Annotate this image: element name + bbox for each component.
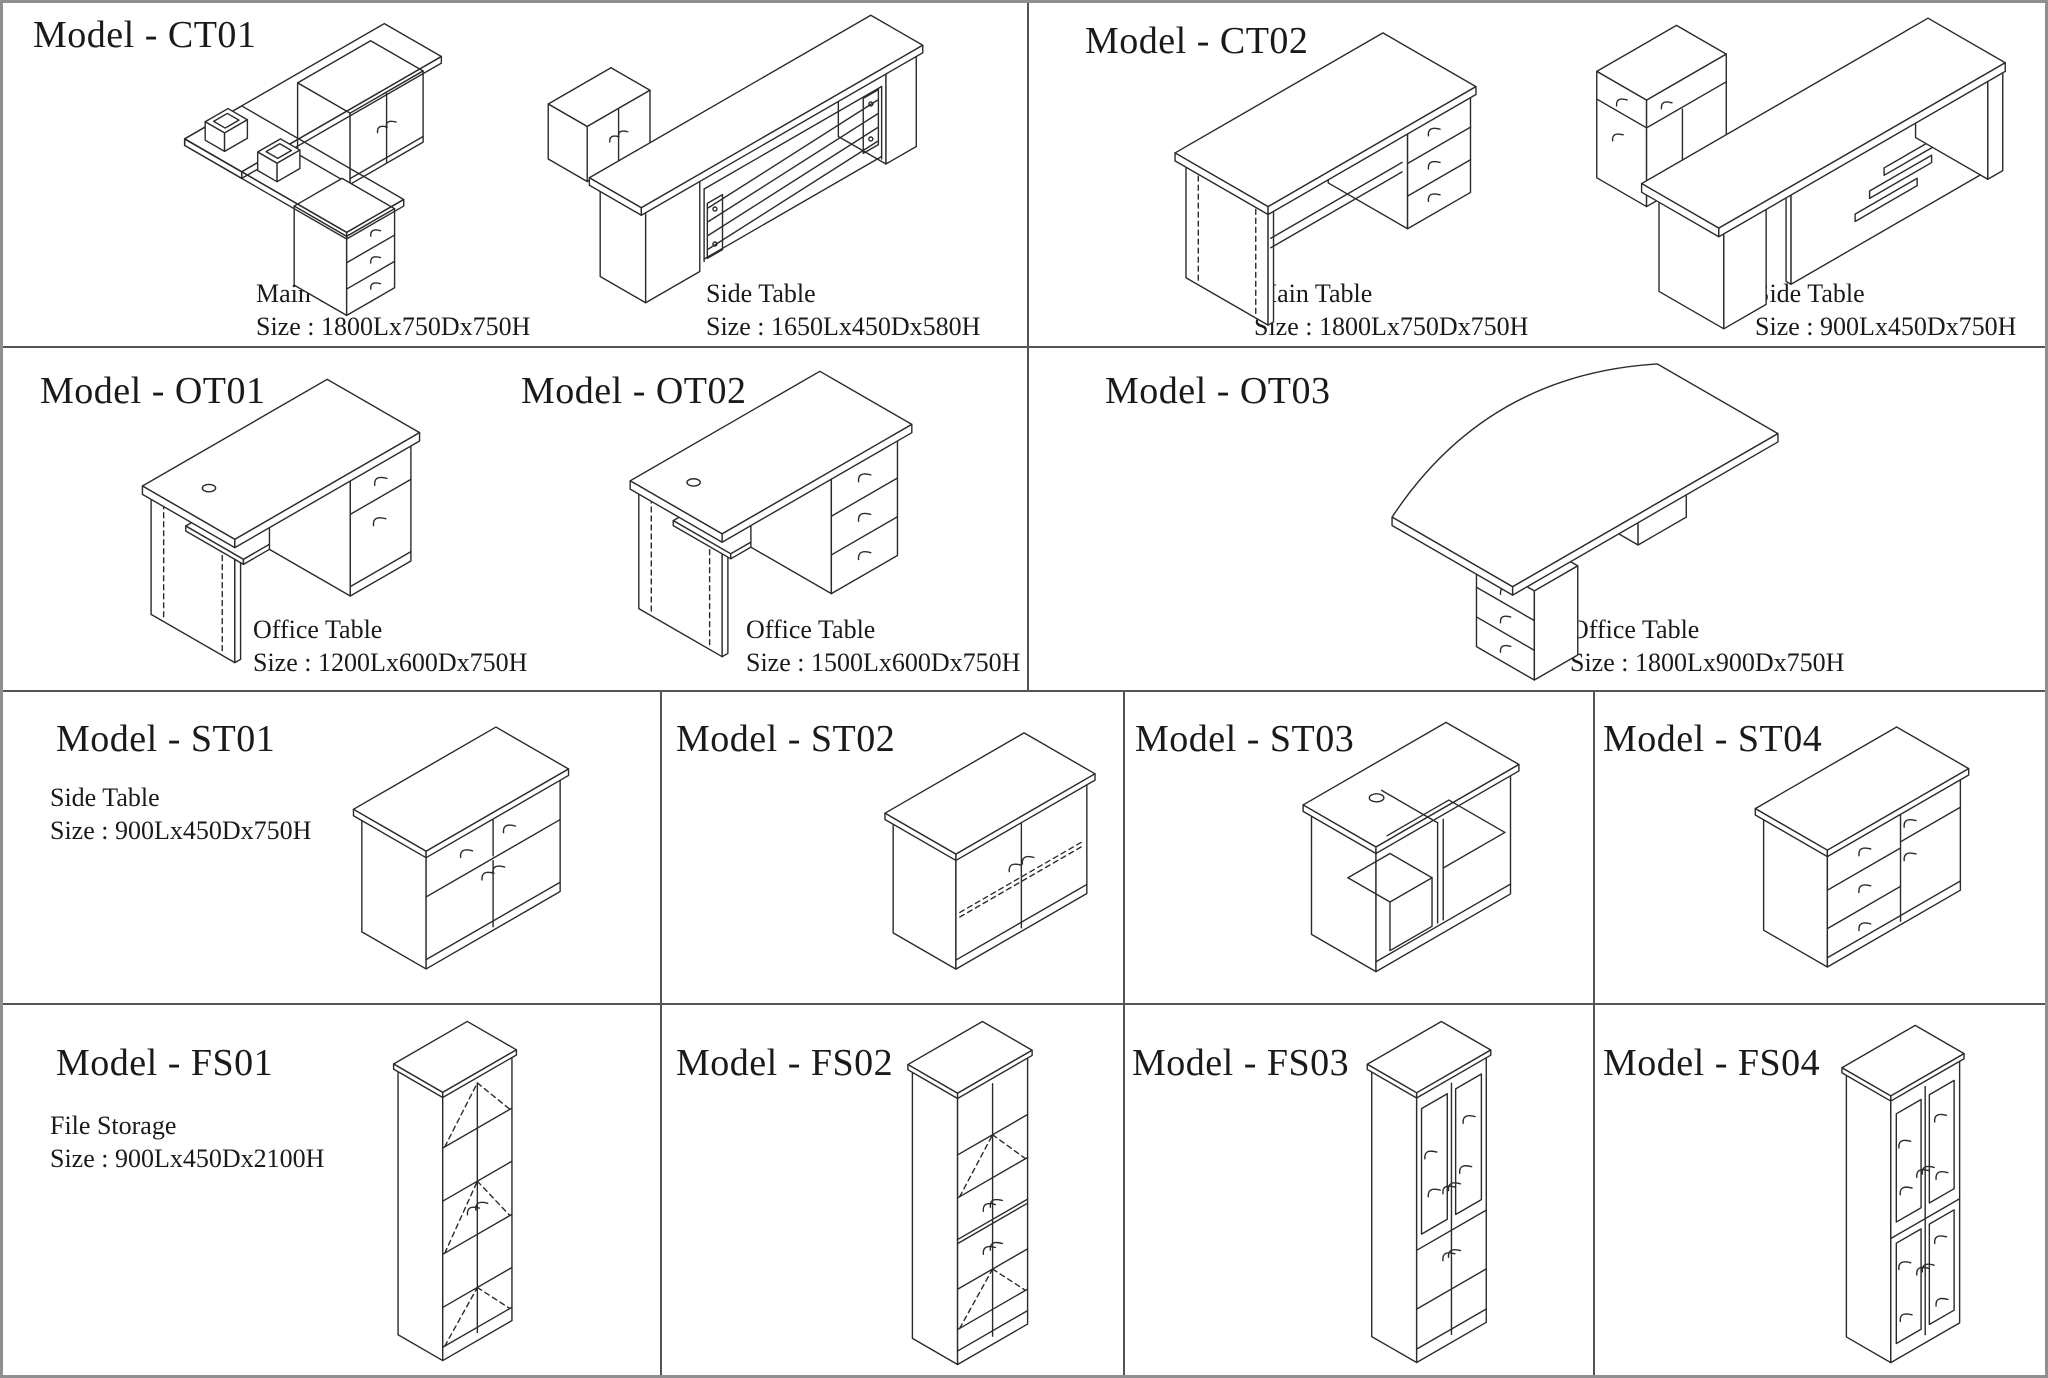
grid-col-divider-b: [1123, 690, 1125, 1375]
caption-name: File Storage: [50, 1111, 177, 1140]
caption-name: Side Table: [706, 279, 816, 308]
st04-side-table-drawing: [1743, 719, 1981, 975]
caption-ct02-side: Side Table Size : 900Lx450Dx750H: [1755, 277, 2016, 343]
model-title-ot02: Model - OT02: [521, 370, 747, 412]
model-title-st01: Model - ST01: [56, 718, 276, 760]
grid-row-divider-1: [3, 346, 2045, 348]
caption-size: Size : 900Lx450Dx750H: [1755, 312, 2017, 341]
grid-row-divider-3: [3, 1003, 2045, 1005]
caption-fs01: File Storage Size : 900Lx450Dx2100H: [50, 1109, 324, 1175]
caption-name: Side Table: [50, 783, 160, 812]
ot01-office-table-drawing: [111, 371, 451, 671]
ot02-office-table-drawing: [601, 363, 941, 665]
caption-ot02: Office Table Size : 1500Lx600Dx750H: [746, 613, 1020, 679]
st01-side-table-drawing: [341, 719, 581, 977]
model-title-st02: Model - ST02: [676, 718, 896, 760]
fs04-file-storage-drawing: [1827, 1019, 1979, 1369]
fs01-file-storage-drawing: [379, 1015, 531, 1367]
caption-ot03: Office Table Size : 1800Lx900Dx750H: [1570, 613, 1844, 679]
model-title-ot01: Model - OT01: [40, 370, 266, 412]
grid-row-divider-2: [3, 690, 2045, 692]
grid-col-divider-c: [1593, 690, 1595, 1375]
caption-name: Office Table: [253, 615, 383, 644]
ct01-side-table-drawing: [443, 9, 1028, 309]
ct01-main-table-drawing: [88, 17, 538, 322]
caption-size: Size : 1800Lx750Dx750H: [256, 312, 531, 341]
fs03-file-storage-drawing: [1353, 1015, 1505, 1369]
caption-size: Size : 1800Lx750Dx750H: [1254, 312, 1529, 341]
ct02-side-table-drawing: [1555, 11, 2047, 336]
ct02-main-table-drawing: [1153, 25, 1498, 333]
grid-col-divider-top: [1027, 3, 1029, 690]
caption-size: Size : 900Lx450Dx2100H: [50, 1144, 325, 1173]
caption-name: Office Table: [1570, 615, 1700, 644]
model-title-fs04: Model - FS04: [1603, 1042, 1821, 1084]
model-title-fs03: Model - FS03: [1132, 1042, 1350, 1084]
st02-side-table-drawing: [859, 725, 1121, 977]
model-title-ct02: Model - CT02: [1085, 20, 1309, 62]
caption-ct01-side: Side Table Size : 1650Lx450Dx580H: [706, 277, 980, 343]
model-title-fs02: Model - FS02: [676, 1042, 894, 1084]
caption-name: Office Table: [746, 615, 876, 644]
st03-side-table-drawing: [1295, 713, 1527, 981]
caption-size: Size : 1800Lx900Dx750H: [1570, 648, 1845, 677]
caption-ot01: Office Table Size : 1200Lx600Dx750H: [253, 613, 527, 679]
grid-col-divider-a: [660, 690, 662, 1375]
model-title-st03: Model - ST03: [1135, 718, 1355, 760]
caption-size: Size : 1200Lx600Dx750H: [253, 648, 528, 677]
caption-size: Size : 900Lx450Dx750H: [50, 816, 312, 845]
model-title-ot03: Model - OT03: [1105, 370, 1331, 412]
model-title-st04: Model - ST04: [1603, 718, 1823, 760]
model-title-fs01: Model - FS01: [56, 1042, 274, 1084]
ot03-office-table-drawing: [1275, 357, 1895, 687]
model-title-ct01: Model - CT01: [33, 14, 257, 56]
caption-st01: Side Table Size : 900Lx450Dx750H: [50, 781, 311, 847]
caption-name: Side Table: [1755, 279, 1865, 308]
caption-size: Size : 1650Lx450Dx580H: [706, 312, 981, 341]
fs02-file-storage-drawing: [894, 1015, 1046, 1371]
caption-size: Size : 1500Lx600Dx750H: [746, 648, 1021, 677]
